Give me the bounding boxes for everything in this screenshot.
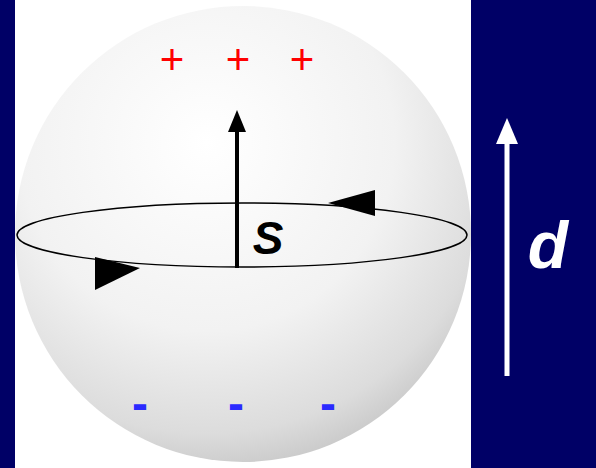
rotation-ellipse — [17, 203, 467, 267]
sphere — [15, 6, 471, 462]
positive-charge: + — [160, 39, 185, 81]
spin-arrowhead — [228, 110, 246, 132]
dipole-label: d — [528, 212, 568, 278]
spin-label: S — [253, 215, 284, 261]
negative-charge: - — [132, 380, 148, 428]
rotation-arrowhead — [328, 190, 375, 216]
rotation-arrowhead — [95, 257, 140, 290]
positive-charge: + — [290, 39, 315, 81]
negative-charge: - — [228, 380, 244, 428]
positive-charge: + — [226, 39, 251, 81]
image-ground — [15, 0, 471, 468]
negative-charge: - — [320, 380, 336, 428]
spin-arrow — [235, 128, 239, 268]
dipole-arrow — [505, 140, 510, 376]
dipole-arrowhead — [496, 118, 518, 144]
